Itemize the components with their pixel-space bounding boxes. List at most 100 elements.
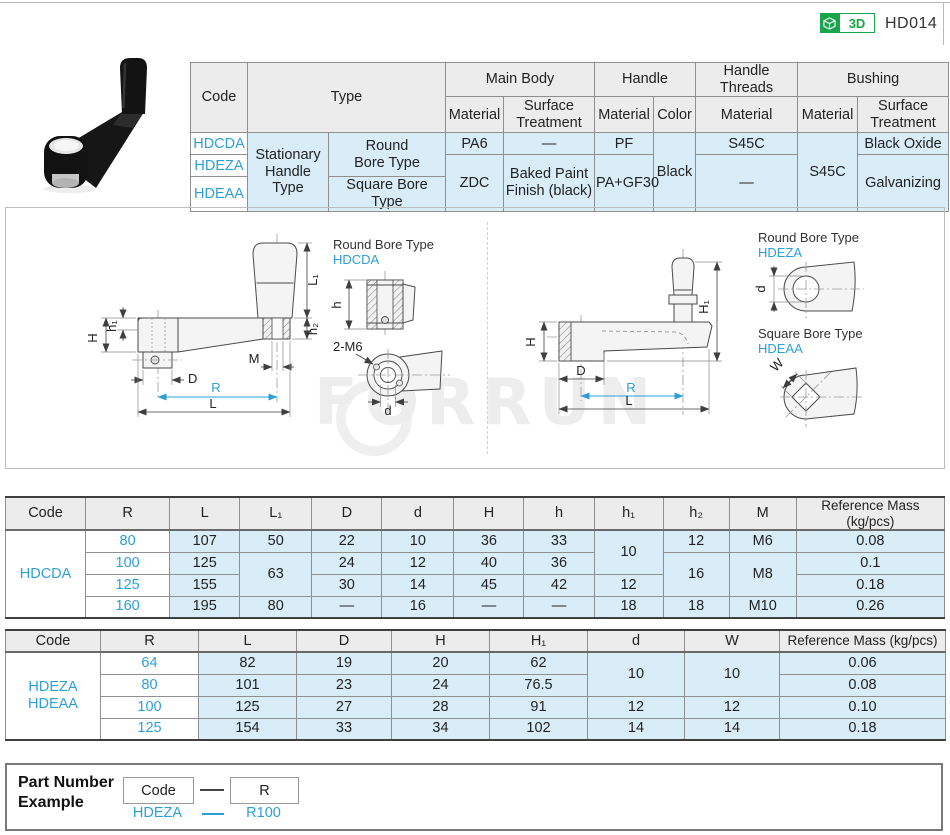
table-row: 125 155 30 14 45 42 12 0.18 <box>6 573 946 597</box>
dimension-table-hdeza-hdeaa: Code R L D H H₁ d W Reference Mass (kg/p… <box>5 629 946 741</box>
bore-heading-hdeaa: Square Bore Type HDEAA <box>758 326 863 356</box>
t1-h-h1: h₁ <box>593 496 664 532</box>
t1-h-d: d <box>381 496 455 532</box>
t2-h-mass: Reference Mass (kg/pcs) <box>779 629 946 653</box>
table-row: 125 154 33 34 102 14 14 0.18 <box>6 717 946 741</box>
dim-label-W: W <box>767 355 787 375</box>
pn-value-code: HDEZA <box>132 805 183 821</box>
spec-hd-mat-23: PA+GF30 <box>594 154 659 212</box>
t2-h-w: W <box>684 629 780 653</box>
drawing-bore-views-hdcda: h 2-M6 d <box>329 271 450 418</box>
spec-mb-surf-1: — <box>502 132 596 156</box>
drawing-divider <box>487 222 488 454</box>
drawing-side-view-hdeza: H H₁ D R L <box>523 249 722 415</box>
spec-code-hdeaa: HDEAA <box>190 176 248 212</box>
spec-h-bu-material: Material <box>797 96 859 134</box>
spec-h-code: Code <box>190 61 248 134</box>
table-row: HDEZA HDEAA 64 82 19 20 62 10 10 0.06 <box>5 651 946 741</box>
bore-title: Round Bore Type <box>333 237 434 252</box>
dim-label-M: M <box>249 351 260 366</box>
drawing-round-bore-hdeza: d <box>753 261 864 318</box>
spec-h-handle: Handle <box>594 61 697 98</box>
t2-h-H: H <box>391 629 490 653</box>
t2-code-hdeza: HDEZA <box>28 679 78 696</box>
spec-code-hdcda: HDCDA <box>190 132 248 156</box>
spec-bore-round: Round Bore Type <box>328 132 446 178</box>
dim-label-L: L <box>625 393 632 408</box>
dim-label-2m6: 2-M6 <box>333 339 363 354</box>
pn-box-code: Code <box>123 777 194 804</box>
spec-hd-color: Black <box>653 132 697 212</box>
t2-h-code: Code <box>5 629 101 653</box>
dim-label-R: R <box>626 380 635 395</box>
dim-label-h2: h₂ <box>305 323 320 335</box>
t1-h-code: Code <box>4 496 87 532</box>
t1-h-m: M <box>728 496 797 532</box>
t2-h-l: L <box>198 629 297 653</box>
t2-h-r: R <box>100 629 199 653</box>
3d-model-badge[interactable]: 3D <box>820 13 875 33</box>
dim-label-H: H <box>523 337 538 346</box>
spec-h-handle-threads: Handle Threads <box>695 61 799 98</box>
bore-code: HDEZA <box>758 245 803 260</box>
spec-h-mb-material: Material <box>445 96 504 134</box>
technical-drawing-panel: FORRUN H h₁ <box>5 207 945 469</box>
bore-title: Round Bore Type <box>758 230 859 245</box>
dim-label-D: D <box>188 371 197 386</box>
t1-h-l: L <box>169 496 241 532</box>
spec-mb-mat-1: PA6 <box>445 132 504 156</box>
dim-label-d: d <box>384 403 391 418</box>
pn-value-r: R100 <box>246 805 281 821</box>
dim-label-L: L <box>209 396 216 411</box>
spec-bore-square: Square Bore Type <box>328 176 446 212</box>
t2-h-d: d <box>587 629 685 653</box>
t2-h-H1: H₁ <box>489 629 588 653</box>
drawing-square-bore-hdeaa: W <box>767 355 864 427</box>
t1-h-D: D <box>311 496 383 532</box>
drawing-side-view-hdcda: H h₁ D M R L <box>85 234 320 417</box>
spec-h-main-body: Main Body <box>444 61 596 98</box>
spec-h-mb-surface: Surface Treatment <box>502 96 596 134</box>
header-right-rule <box>943 3 944 45</box>
bore-code: HDCDA <box>333 252 380 267</box>
product-photo-crank-handle <box>44 58 147 193</box>
dim-label-D: D <box>576 363 585 378</box>
dim-label-H1: H₁ <box>696 300 711 314</box>
part-number-example-panel: Part Number Example Code R HDEZA R100 <box>5 763 943 831</box>
table-row: 80 101 23 24 76.5 0.08 <box>6 673 946 697</box>
spec-h-bushing: Bushing <box>797 61 950 98</box>
dim-label-R: R <box>211 380 220 395</box>
spec-h-hd-material: Material <box>594 96 655 134</box>
pn-box-r: R <box>230 777 299 804</box>
spec-mb-mat-23: ZDC <box>445 154 504 212</box>
spec-h-type: Type <box>247 61 446 134</box>
spec-bu-surf-1: Black Oxide <box>857 132 950 156</box>
t1-h-r: R <box>85 496 171 532</box>
bore-heading-hdeza: Round Bore Type HDEZA <box>758 230 859 260</box>
t1-h-H: H <box>453 496 525 532</box>
spec-mb-surf-23: Baked Paint Finish (black) <box>502 154 596 212</box>
spec-ht-mat-1: S45C <box>695 132 799 156</box>
spec-ht-mat-23: — <box>695 154 799 212</box>
t1-h-mass: Reference Mass (kg/pcs) <box>795 496 946 532</box>
t1-h-h: h <box>523 496 595 532</box>
t2-code: HDEZA HDEAA <box>5 651 101 741</box>
t2-code-hdeaa: HDEAA <box>28 696 78 712</box>
page-code: HD014 <box>885 15 938 32</box>
spec-table: Code Type Main Body Handle Handle Thread… <box>190 61 950 212</box>
dim-label-L1: L₁ <box>305 274 320 286</box>
pn-value-dash <box>202 813 224 815</box>
bore-code: HDEAA <box>758 341 803 356</box>
spec-h-ht-material: Material <box>695 96 799 134</box>
spec-type-group: Stationary Handle Type <box>247 132 329 212</box>
spec-h-bu-surface: Surface Treatment <box>857 96 950 134</box>
t1-h-h2: h₂ <box>662 496 730 532</box>
spec-bu-mat: S45C <box>797 132 859 212</box>
bore-title: Square Bore Type <box>758 326 863 341</box>
pn-dash <box>200 789 224 791</box>
3d-badge-label: 3D <box>839 13 875 33</box>
dimension-table-hdcda: Code R L L₁ D d H h h₁ h₂ M Reference Ma… <box>4 496 946 620</box>
dim-label-h1: h₁ <box>104 320 119 332</box>
t1-h-l1: L₁ <box>239 496 313 532</box>
